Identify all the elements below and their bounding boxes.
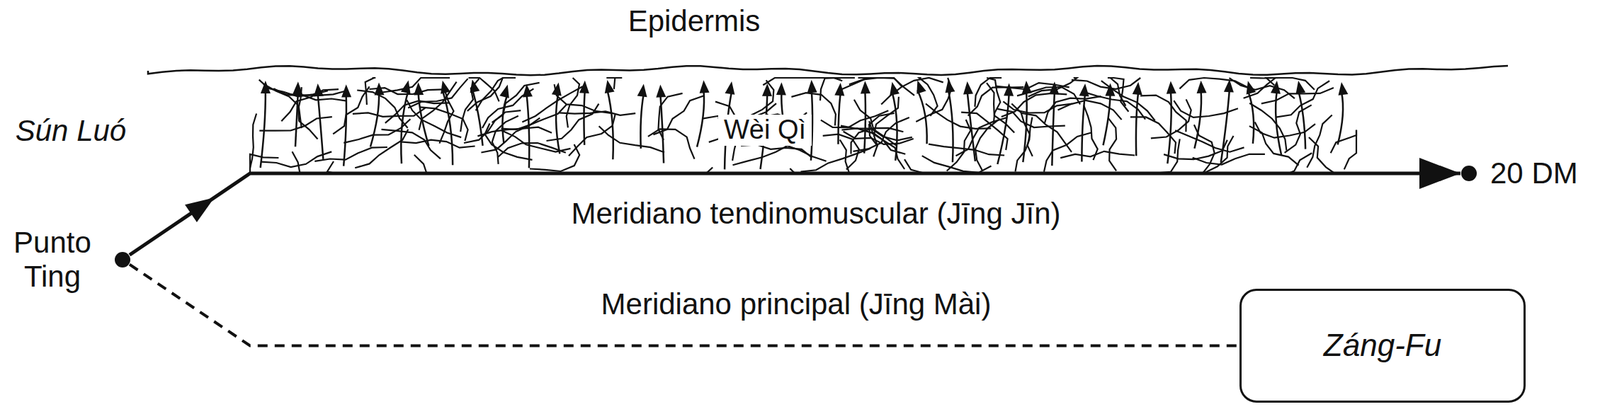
meridian-label: Meridiano principal (Jīng Mài) <box>601 287 992 322</box>
point-dot: 20 DM <box>1460 165 1478 183</box>
layer-label: Sún Luó <box>15 114 127 149</box>
dot-shape <box>114 251 132 269</box>
wei-qi-arrows <box>260 79 1349 170</box>
organ-box: Záng-Fu <box>1239 288 1526 404</box>
point-label: 20 DM <box>1490 156 1579 191</box>
point-dot: Punto Ting <box>114 251 132 269</box>
meridian-label: Meridiano tendinomuscular (Jīng Jīn) <box>571 196 1062 231</box>
capillary-network <box>250 77 1357 173</box>
organ-label: Záng-Fu <box>1323 327 1442 365</box>
tendinomuscular-meridian <box>129 157 1461 255</box>
layer-label: Epidermis <box>628 4 761 39</box>
principal-meridian <box>129 264 1240 347</box>
dot-shape <box>1460 165 1478 183</box>
point-label: Punto Ting <box>6 225 99 295</box>
energy-label: Wèi Qì <box>718 114 812 146</box>
epidermis-line <box>148 65 1508 76</box>
